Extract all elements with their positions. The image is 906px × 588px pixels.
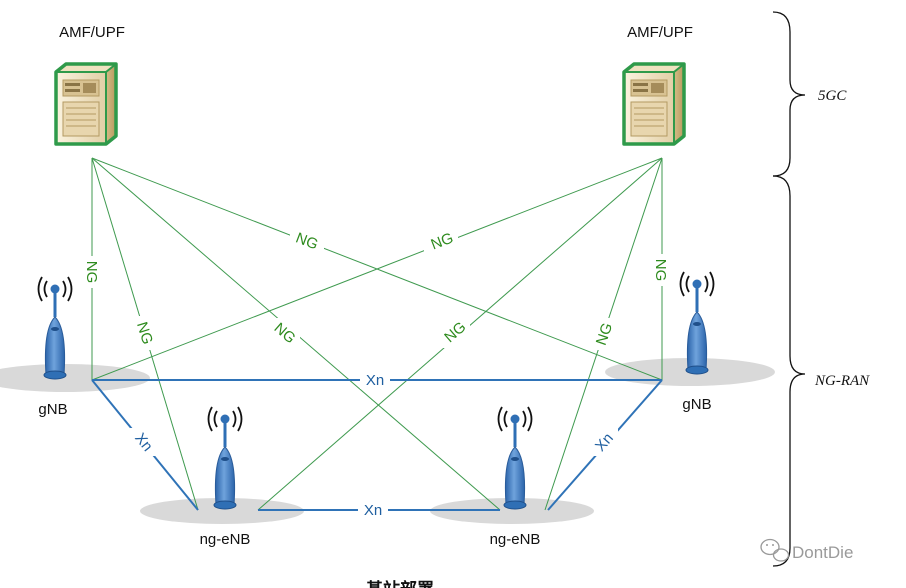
- brace-label-ngran: NG-RAN: [814, 373, 870, 389]
- server-icon: [54, 62, 118, 146]
- ng-label-1: NG: [83, 261, 100, 284]
- brace-5gc: [772, 11, 806, 177]
- station-label: gNB: [38, 401, 67, 418]
- server-amf-right: AMF/UPF: [622, 24, 693, 146]
- antenna-icon: [37, 275, 73, 381]
- station-ngenb-right: ng-eNB: [490, 405, 541, 548]
- server-icon: [622, 62, 686, 146]
- station-gnb-left: gNB: [37, 275, 73, 418]
- station-label: ng-eNB: [490, 531, 541, 548]
- ng-label-8: NG: [652, 259, 669, 282]
- ng-label-5: NG: [429, 229, 456, 253]
- watermark: DontDie: [760, 538, 853, 562]
- station-ngenb-left: ng-eNB: [200, 405, 251, 548]
- xn-label-top: Xn: [366, 372, 384, 389]
- station-label: ng-eNB: [200, 531, 251, 548]
- shadow-ngenb-left: [140, 498, 304, 524]
- xn-links: [91, 379, 663, 511]
- brace-label-5gc: 5GC: [818, 88, 847, 104]
- server-label: AMF/UPF: [59, 24, 125, 41]
- ng-label-7: NG: [593, 321, 616, 348]
- station-label: gNB: [682, 396, 711, 413]
- brace-ngran: [772, 175, 806, 567]
- server-label: AMF/UPF: [627, 24, 693, 41]
- wechat-icon: [760, 538, 790, 562]
- station-gnb-right: gNB: [679, 270, 715, 413]
- server-amf-left: AMF/UPF: [54, 24, 125, 146]
- shadow-gnb-left: [0, 364, 150, 392]
- ng-link-5: [91, 157, 663, 381]
- antenna-icon: [207, 405, 243, 511]
- xn-label-bottom: Xn: [364, 502, 382, 519]
- ng-label-2: NG: [133, 320, 156, 346]
- ng-links: [91, 157, 663, 511]
- ng-label-4: NG: [293, 229, 320, 253]
- watermark-text: DontDie: [792, 543, 853, 562]
- figure-caption: 基站部署: [365, 579, 434, 588]
- antenna-icon: [497, 405, 533, 511]
